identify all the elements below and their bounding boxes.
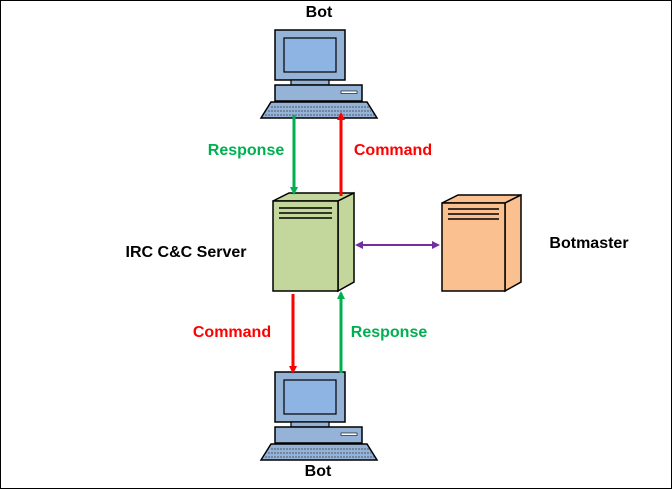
bot-bottom: Bot xyxy=(260,371,378,480)
botmaster-label: Botmaster xyxy=(549,235,628,252)
server-label: IRC C&C Server xyxy=(126,244,247,261)
botmaster: Botmaster xyxy=(441,193,629,293)
response-label-top: Response xyxy=(208,142,285,159)
bot-top: Bot xyxy=(260,4,378,119)
irc-server: IRC C&C Server xyxy=(126,191,355,293)
command-label-bottom: Command xyxy=(193,324,271,341)
server-tower-icon xyxy=(272,191,355,293)
bot-bottom-label: Bot xyxy=(305,463,332,480)
response-label-bottom: Response xyxy=(351,324,428,341)
command-label-top: Command xyxy=(354,142,432,159)
bot-top-label: Bot xyxy=(306,4,333,21)
server-tower-icon xyxy=(441,193,522,293)
computer-icon xyxy=(260,29,378,119)
computer-icon xyxy=(260,371,378,461)
